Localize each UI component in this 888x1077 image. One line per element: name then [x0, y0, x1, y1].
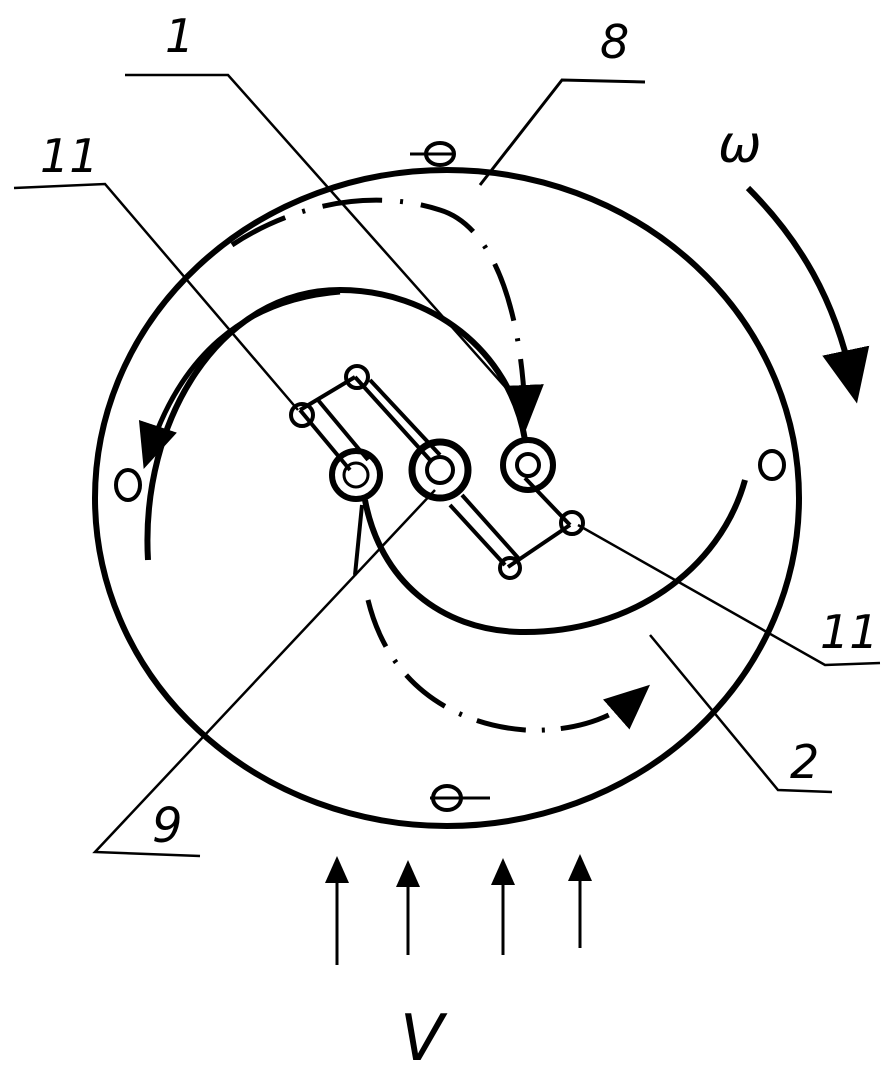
rim-knob-right	[758, 449, 786, 481]
pivot-center	[408, 438, 472, 502]
label-9: 9	[152, 798, 183, 854]
pivot-left	[329, 448, 383, 502]
flow-arc-inner-left	[138, 289, 341, 469]
label-omega: ω	[718, 115, 762, 175]
label-1: 1	[165, 9, 194, 63]
pivot-left-tail	[353, 504, 364, 576]
rim-knob-left	[114, 468, 142, 502]
rim-knob-bottom	[430, 784, 490, 812]
label-2: 2	[790, 735, 819, 789]
rim-knob-top	[410, 141, 456, 167]
spiral-channel-lower	[362, 479, 748, 636]
leader-11-right	[577, 523, 881, 667]
linkage-right	[448, 476, 585, 580]
flow-arc-lower	[365, 599, 651, 733]
outer-disk	[92, 167, 802, 829]
label-11-right: 11	[820, 605, 879, 659]
label-8: 8	[600, 15, 629, 69]
pivot-right	[500, 437, 556, 493]
leader-1	[125, 73, 516, 399]
flow-arc-left	[148, 245, 300, 460]
label-velocity: V	[400, 1002, 448, 1076]
leader-2	[649, 634, 833, 794]
leader-8	[478, 78, 646, 186]
leader-11-left	[13, 182, 299, 411]
rotation-arrow	[745, 185, 870, 404]
label-11-left: 11	[40, 129, 99, 183]
flow-arrows	[325, 854, 592, 965]
leader-9	[92, 489, 436, 858]
flow-arc-upper	[230, 197, 544, 430]
spiral-channel	[144, 286, 528, 561]
